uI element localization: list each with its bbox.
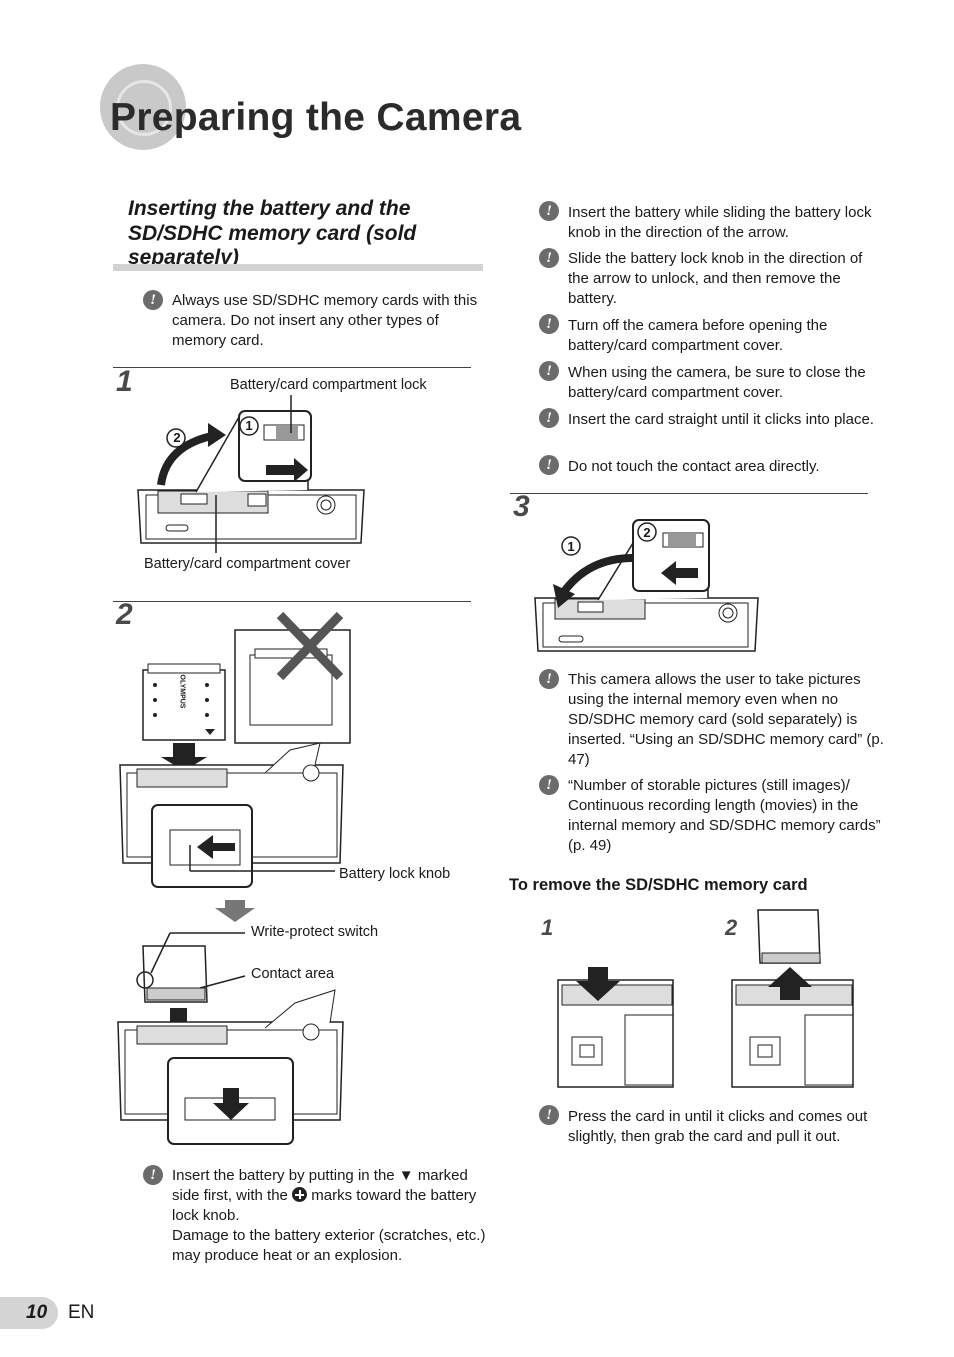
note-battery-line1: Insert the battery by putting in the ▼ m… (172, 1167, 468, 1204)
page-language: EN (68, 1302, 95, 1323)
step3-rule (510, 493, 868, 494)
note-right-1: Insert the battery while sliding the bat… (568, 204, 872, 241)
note-storable-pictures: “Number of storable pictures (still imag… (568, 777, 881, 854)
battery-brand: OLYMPUS (178, 674, 186, 709)
caution-icon (539, 455, 559, 475)
note-memory-card-types: Always use SD/SDHC memory cards with thi… (172, 292, 478, 349)
caution-icon (539, 669, 559, 689)
step2-number: 2 (116, 598, 133, 631)
step3-callout-2: 2 (643, 525, 651, 540)
section-heading: Inserting the battery and the SD/SDHC me… (128, 197, 417, 269)
step3-number: 3 (513, 490, 530, 523)
note-right-4: When using the camera, be sure to close … (568, 364, 866, 401)
caution-icon (143, 1165, 163, 1185)
page-number-tab (0, 1297, 58, 1329)
step1-illustration (136, 395, 366, 545)
caution-icon (539, 201, 559, 221)
note-right-3: Turn off the camera before opening the b… (568, 317, 828, 354)
page-number: 10 (26, 1302, 48, 1323)
step3-illustration (533, 518, 763, 653)
note-remove-card: Press the card in until it clicks and co… (568, 1108, 868, 1145)
label-compartment-lock: Battery/card compartment lock (230, 377, 427, 393)
caution-icon (539, 361, 559, 381)
note-battery-insertion: Insert the battery by putting in the ▼ m… (172, 1166, 487, 1266)
remove-step2-illustration (730, 905, 855, 1090)
caution-icon (539, 408, 559, 428)
page-title: Preparing the Camera (110, 96, 522, 139)
label-compartment-cover: Battery/card compartment cover (144, 556, 351, 572)
remove-step2-number: 2 (725, 915, 738, 940)
section-heading-rule (113, 264, 483, 271)
remove-card-heading: To remove the SD/SDHC memory card (509, 876, 808, 894)
note-battery-line3: Damage to the battery exterior (scratche… (172, 1227, 486, 1264)
caution-icon (143, 290, 163, 310)
note-internal-memory: This camera allows the user to take pict… (568, 671, 884, 768)
caution-icon (539, 314, 559, 334)
step1-callout-2: 2 (173, 430, 181, 445)
step2-battery-illustration (115, 625, 355, 895)
note-battery-line2: marks toward the battery lock knob. (172, 1187, 477, 1224)
caution-icon (539, 248, 559, 268)
step2-card-illustration (115, 900, 355, 1148)
title-decoration-circle (100, 64, 186, 150)
step1-callout-1: 1 (245, 418, 253, 433)
remove-step1-illustration (550, 967, 675, 1090)
label-write-protect: Write-protect switch (251, 924, 379, 940)
step1-number: 1 (116, 365, 133, 398)
note-right-5: Insert the card straight until it clicks… (568, 411, 874, 428)
caution-icon (539, 775, 559, 795)
note-right-6: Do not touch the contact area directly. (568, 458, 820, 475)
caution-icon (539, 1105, 559, 1125)
step1-rule (113, 367, 471, 368)
remove-step1-number: 1 (541, 915, 554, 940)
label-battery-lock-knob: Battery lock knob (339, 866, 451, 882)
step3-callout-1: 1 (567, 539, 575, 554)
note-right-2: Slide the battery lock knob in the direc… (568, 250, 863, 307)
label-contact-area: Contact area (251, 966, 335, 982)
step2-rule (113, 601, 471, 602)
plus-mark-icon (292, 1187, 308, 1202)
